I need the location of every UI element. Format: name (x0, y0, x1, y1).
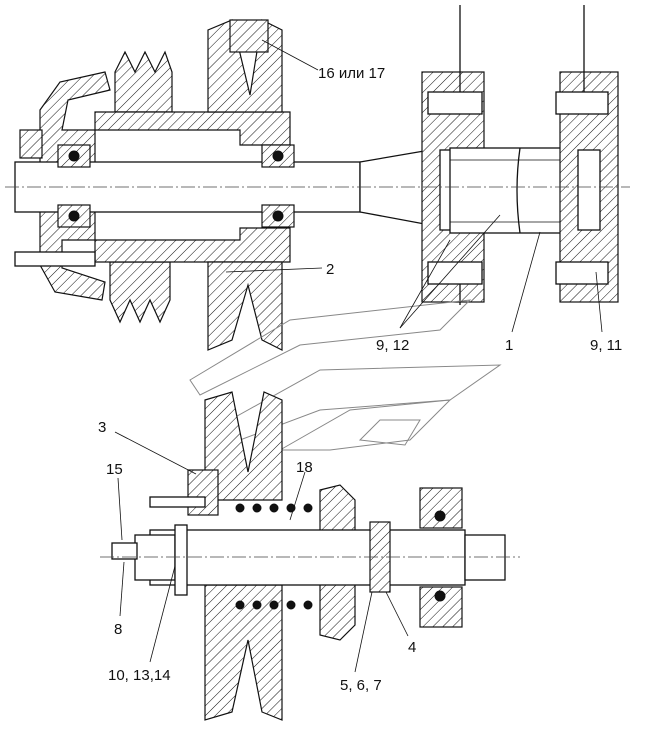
small-pulley-top (114, 50, 173, 113)
spring (235, 503, 313, 610)
flange-bolt-top-right (555, 91, 609, 115)
callout-9-11: 9, 11 (590, 337, 622, 354)
flange-bolt-bottom (427, 261, 483, 285)
callout-2: 2 (326, 261, 334, 278)
pin (149, 496, 206, 508)
shaft-extension (464, 534, 506, 581)
leader-9-11 (595, 271, 603, 333)
hub-lower (94, 227, 291, 263)
lower-shaft (149, 529, 466, 586)
washer-plate (174, 524, 188, 596)
flange-bolt-bottom-right (555, 261, 609, 285)
bearing-ball (272, 210, 284, 222)
right-flange-bore (577, 149, 601, 231)
leader-9-12 (399, 239, 451, 329)
left-clamp (19, 129, 43, 159)
bearing-housing-top (419, 487, 463, 529)
callout-5-6-7: 5, 6, 7 (340, 677, 382, 694)
leader-10-13-14 (149, 565, 176, 663)
callout-18: 18 (296, 459, 313, 476)
upper-assembly (5, 5, 630, 351)
leader-9-12b (399, 214, 501, 329)
leader-18 (289, 471, 306, 521)
callout-4: 4 (408, 639, 416, 656)
lower-pulley-upper (204, 391, 283, 501)
leader-3 (114, 431, 197, 475)
callout-10-13-14: 10, 13,14 (108, 667, 171, 684)
grease-fitting (111, 542, 138, 560)
belt-insert (229, 19, 269, 53)
leader-15 (117, 477, 123, 541)
pulley-hub (187, 469, 219, 516)
large-pulley-lower (207, 261, 283, 351)
callout-3: 3 (98, 419, 106, 436)
callout-1: 1 (505, 337, 513, 354)
callout-8: 8 (114, 621, 122, 638)
shaft-end (14, 251, 96, 267)
leader-4 (385, 591, 409, 637)
callout-16-17: 16 или 17 (318, 65, 385, 82)
break-line (516, 147, 521, 234)
callout-9-12: 9, 12 (376, 337, 409, 354)
callout-labels: 16 или 17 2 9, 12 1 9, 11 3 18 15 8 10, … (98, 65, 622, 694)
bearing-ball (434, 590, 446, 602)
leader-lines (114, 39, 603, 673)
leader-8 (119, 561, 125, 617)
end-nut (134, 534, 176, 581)
lower-assembly (100, 391, 520, 721)
flange-bolt-top (427, 91, 483, 115)
shaft-taper (359, 149, 431, 226)
leader-5-6-7 (354, 591, 373, 673)
leader-1 (511, 231, 541, 333)
callout-15: 15 (106, 461, 123, 478)
hub-upper (94, 111, 291, 146)
bearing-ball (68, 210, 80, 222)
bearing-ball (434, 510, 446, 522)
bearing-ball (272, 150, 284, 162)
lower-pulley-lower (204, 584, 283, 721)
bearing-ball (68, 150, 80, 162)
leader-16 (261, 39, 319, 71)
small-pulley-bottom (109, 261, 171, 324)
leader-2 (225, 267, 323, 273)
